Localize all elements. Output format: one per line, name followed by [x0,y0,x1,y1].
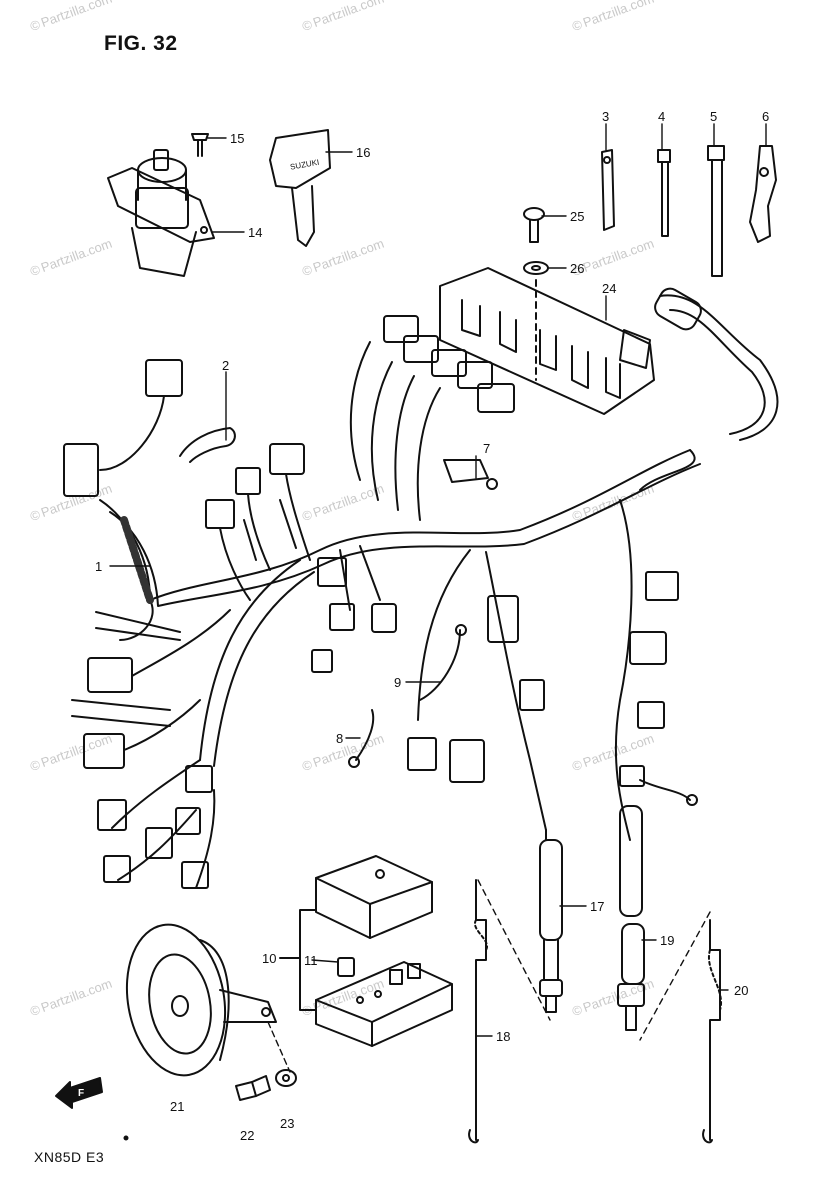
callout-1: 1 [95,559,102,574]
front-direction-arrow: F [55,1077,103,1109]
washer-23 [275,1069,297,1087]
callout-19: 19 [660,933,674,948]
ignition-key: SUZUKI [269,129,331,247]
figure-title: FIG. 32 [104,32,178,55]
callout-7: 7 [483,441,490,456]
horn [125,923,291,1077]
cable-18 [468,879,551,1144]
callout-3: 3 [602,109,609,124]
callout-26: 26 [570,261,584,276]
clamp-8 [348,709,375,768]
sensor-19 [617,805,645,1031]
callout-5: 5 [710,109,717,124]
left-connectors [63,359,311,889]
callout-17: 17 [590,899,604,914]
key-imprint: SUZUKI [289,158,319,172]
callout-10: 10 [262,951,276,966]
bolt-22 [235,1075,271,1101]
callout-16: 16 [356,145,370,160]
callout-6: 6 [762,109,769,124]
svg-text:F: F [78,1088,84,1099]
callout-9: 9 [394,675,401,690]
cable-clamp-6 [749,145,777,243]
harness-connectors [349,315,515,521]
screw-15 [191,133,209,157]
center-connectors [311,557,545,783]
cable-band-5 [707,145,725,277]
cable-20 [639,911,723,1144]
callout-23: 23 [280,1116,294,1131]
washer-26 [523,261,549,275]
relay-7 [443,459,498,490]
callout-8: 8 [336,731,343,746]
callout-25: 25 [570,209,584,224]
callout-24: 24 [602,281,616,296]
callout-15: 15 [230,131,244,146]
cable-band-3 [601,149,615,231]
cable-band-4 [657,149,671,237]
leader-lines [109,123,767,1037]
screw-25 [523,207,545,243]
callouts: 1 2 3 4 5 6 7 8 9 10 11 14 15 16 17 18 1… [95,109,769,1143]
model-code: XN85D E3 [34,1149,105,1165]
fuse-11 [337,957,355,977]
callout-4: 4 [658,109,665,124]
callout-21: 21 [170,1099,184,1114]
rear-sub-harness [619,287,779,441]
ignition-switch [107,149,215,277]
callout-20: 20 [734,983,748,998]
turn-signal-relay [315,855,433,939]
sensor-17 [539,829,563,1013]
fuse-box [279,909,453,1047]
junction-bracket [439,267,655,415]
callout-14: 14 [248,225,262,240]
callout-11: 11 [304,953,318,968]
callout-18: 18 [496,1029,510,1044]
clamp-2 [179,427,236,463]
right-connectors [619,571,698,806]
main-wiring-harness [99,449,701,841]
callout-2: 2 [222,358,229,373]
callout-22: 22 [240,1128,254,1143]
